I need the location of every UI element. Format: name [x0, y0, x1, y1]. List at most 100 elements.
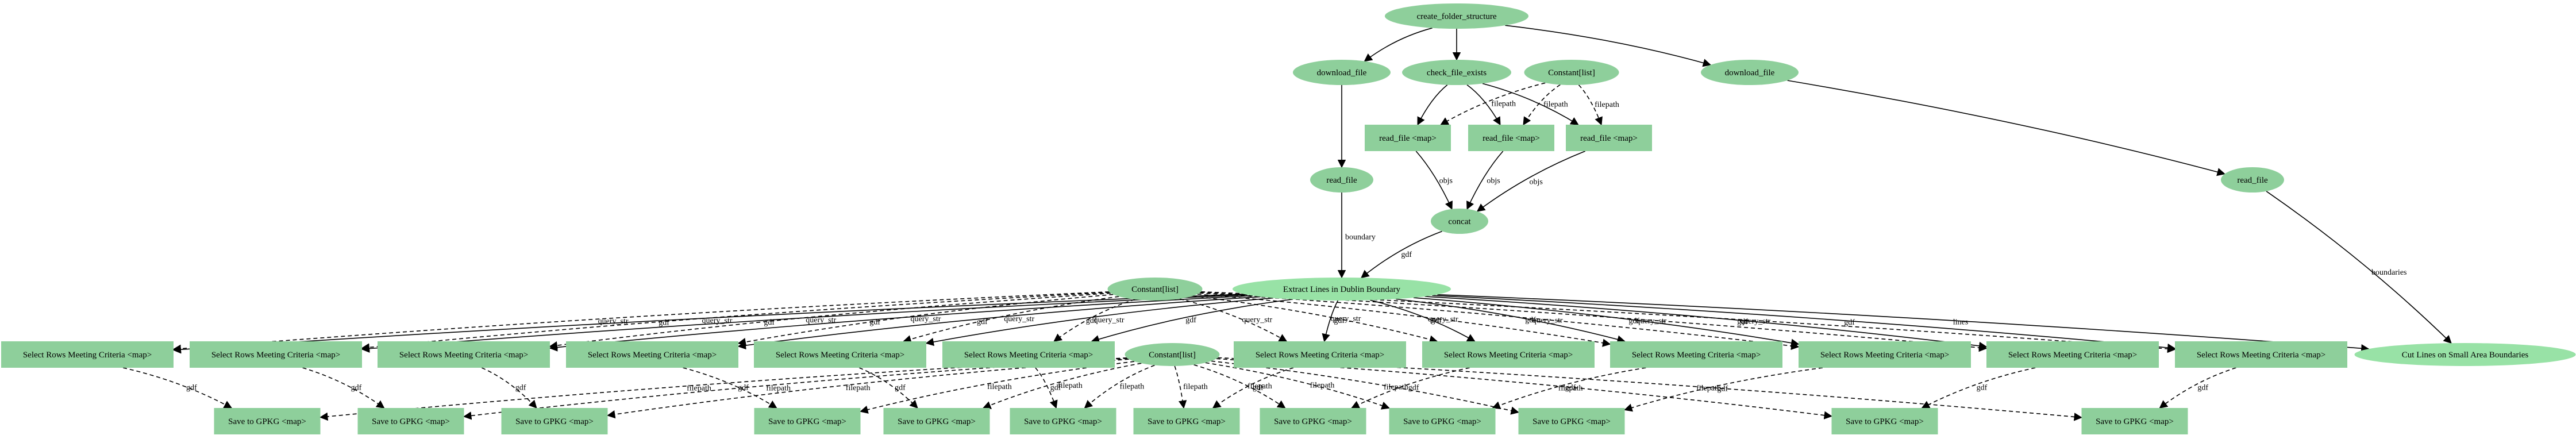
node-save_3[interactable]: Save to GPKG <map> — [501, 408, 608, 434]
edge-line — [1395, 298, 1626, 344]
edge-line — [1216, 358, 1832, 419]
node-label: read_file <map> — [1379, 134, 1437, 143]
node-sel_6[interactable]: Select Rows Meeting Criteria <map> — [942, 341, 1115, 368]
node-save_2[interactable]: Save to GPKG <map> — [357, 408, 464, 434]
edge-label: filepath — [1183, 383, 1208, 391]
edge-sel_11-to-save_11: gdf — [1921, 367, 2036, 409]
node-save_1[interactable]: Save to GPKG <map> — [214, 408, 321, 434]
edge-check_file_exists-to-read_map_2 — [1466, 84, 1501, 126]
edge-label: gdf — [764, 318, 775, 327]
edge-line — [1440, 82, 1546, 125]
edge-line — [1211, 360, 1519, 415]
node-label: download_file — [1317, 68, 1367, 78]
edge-constant_file-to-save_12: filepath — [1218, 357, 2082, 421]
edge-constant_query-to-sel_6: query_str — [1053, 299, 1135, 342]
node-save_4[interactable]: Save to GPKG <map> — [754, 408, 861, 434]
edge-label: filepath — [1595, 101, 1619, 109]
node-save_6[interactable]: Save to GPKG <map> — [1010, 408, 1116, 434]
node-constant_query[interactable]: Constant[list] — [1107, 278, 1203, 301]
node-check_file_exists[interactable]: check_file_exists — [1402, 60, 1511, 85]
edge-constant_query-to-sel_9: query_str — [1197, 294, 1611, 347]
node-constant_file[interactable]: Constant[list] — [1125, 343, 1220, 366]
edge-constant_query-to-sel_3: query_str — [549, 292, 1111, 350]
node-save_7[interactable]: Save to GPKG <map> — [1133, 408, 1240, 434]
edge-read_map_2-to-concat: objs — [1466, 151, 1504, 210]
node-label: Save to GPKG <map> — [2096, 417, 2174, 426]
node-ellipse — [1431, 209, 1488, 234]
node-save_5[interactable]: Save to GPKG <map> — [883, 408, 990, 434]
edge-label: query_str — [911, 315, 941, 324]
node-download_file_2[interactable]: download_file — [1701, 60, 1799, 85]
edge-label: filepath — [1696, 384, 1721, 393]
edge-label: query_str — [702, 317, 733, 325]
node-sel_1[interactable]: Select Rows Meeting Criteria <map> — [1, 341, 174, 368]
node-download_file_1[interactable]: download_file — [1293, 60, 1391, 85]
edge-line — [1482, 83, 1579, 125]
node-box — [1518, 408, 1625, 434]
node-create_folder[interactable]: create_folder_structure — [1385, 3, 1528, 29]
node-read_file_1[interactable]: read_file — [1310, 167, 1373, 192]
edge-constant_query-to-sel_11: query_str — [1200, 291, 1988, 352]
node-label: Extract Lines in Dublin Boundary — [1283, 285, 1401, 294]
edge-constant_top-to-read_map_1: filepath — [1440, 82, 1546, 125]
edge-line — [1053, 299, 1135, 342]
node-box — [1010, 408, 1116, 434]
node-ellipse — [1385, 3, 1528, 29]
edge-label: query_str — [598, 317, 629, 326]
node-label: read_file <map> — [1483, 134, 1540, 143]
node-sel_3[interactable]: Select Rows Meeting Criteria <map> — [378, 341, 550, 368]
node-label: concat — [1448, 217, 1471, 226]
node-sel_11[interactable]: Select Rows Meeting Criteria <map> — [1986, 341, 2159, 368]
node-ellipse — [2221, 167, 2284, 192]
node-save_11[interactable]: Save to GPKG <map> — [1831, 408, 1938, 434]
edge-label: gdf — [1565, 384, 1576, 392]
node-sel_7[interactable]: Select Rows Meeting Criteria <map> — [1234, 341, 1406, 368]
node-read_map_2[interactable]: read_file <map> — [1468, 125, 1554, 151]
edge-line — [858, 367, 918, 409]
edge-label: boundaries — [2371, 268, 2406, 277]
node-sel_4[interactable]: Select Rows Meeting Criteria <map> — [566, 341, 738, 368]
node-sel_10[interactable]: Select Rows Meeting Criteria <map> — [1799, 341, 1971, 368]
edge-label: objs — [1487, 176, 1500, 185]
edge-label: boundary — [1345, 233, 1376, 241]
edge-line — [737, 294, 1114, 346]
node-box — [1, 341, 174, 368]
node-save_9[interactable]: Save to GPKG <map> — [1389, 408, 1496, 434]
node-save_10[interactable]: Save to GPKG <map> — [1518, 408, 1625, 434]
edge-sel_3-to-save_3: gdf — [482, 367, 537, 409]
node-sel_5[interactable]: Select Rows Meeting Criteria <map> — [754, 341, 926, 368]
node-label: Select Rows Meeting Criteria <map> — [776, 351, 904, 360]
edge-line — [172, 294, 1244, 354]
edge-line — [1466, 151, 1504, 210]
node-label: Save to GPKG <map> — [228, 417, 306, 426]
node-read_map_3[interactable]: read_file <map> — [1566, 125, 1652, 151]
node-sel_12[interactable]: Select Rows Meeting Criteria <map> — [2175, 341, 2347, 368]
node-save_8[interactable]: Save to GPKG <map> — [1260, 408, 1366, 434]
node-box — [883, 408, 990, 434]
edge-sel_7-to-save_7: gdf — [1212, 367, 1294, 409]
node-extract[interactable]: Extract Lines in Dublin Boundary — [1233, 278, 1451, 301]
edge-line — [1035, 367, 1058, 409]
node-read_file_2[interactable]: read_file — [2221, 167, 2284, 192]
edge-label: objs — [1529, 178, 1542, 187]
node-concat[interactable]: concat — [1431, 209, 1488, 234]
edge-constant_query-to-sel_5: query_str — [903, 296, 1119, 344]
node-box — [1566, 125, 1652, 151]
node-save_12[interactable]: Save to GPKG <map> — [2081, 408, 2188, 434]
node-cut_lines[interactable]: Cut Lines on Small Area Boundaries — [2354, 343, 2576, 366]
node-label: Constant[list] — [1149, 351, 1196, 360]
node-read_map_1[interactable]: read_file <map> — [1365, 125, 1451, 151]
edge-label: gdf — [351, 384, 362, 392]
node-label: Select Rows Meeting Criteria <map> — [2197, 351, 2325, 360]
node-label: Save to GPKG <map> — [898, 417, 976, 426]
edge-read_map_1-to-concat: objs — [1415, 151, 1453, 210]
node-sel_9[interactable]: Select Rows Meeting Criteria <map> — [1610, 341, 1782, 368]
node-constant_top[interactable]: Constant[list] — [1524, 60, 1619, 85]
edge-line — [1624, 367, 1823, 412]
edge-label: gdf — [515, 384, 526, 392]
node-sel_2[interactable]: Select Rows Meeting Criteria <map> — [190, 341, 362, 368]
node-box — [214, 408, 321, 434]
edge-label: query_str — [1636, 317, 1666, 325]
node-sel_8[interactable]: Select Rows Meeting Criteria <map> — [1422, 341, 1595, 368]
edge-create_folder-to-download_file_2 — [1505, 25, 1712, 67]
